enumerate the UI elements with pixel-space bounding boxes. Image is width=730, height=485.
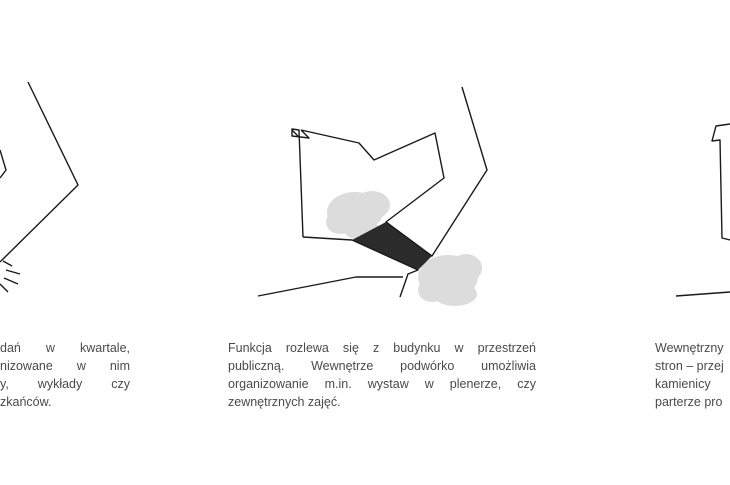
caption-line: nizowane w nim [0, 359, 130, 373]
left-building-inner-outline [0, 149, 7, 179]
caption-line: publiczną. Wewnętrze podwórko umożliwia [228, 359, 536, 373]
left-building-outline [0, 81, 79, 263]
center-panel-caption: Funkcja rozlewa się z budynku w przestrz… [228, 339, 536, 411]
caption-line: y, wykłady czy [0, 377, 130, 391]
right-building-outline [711, 123, 730, 241]
left-panel-caption: dań w kwartale, nizowane w nim y, wykład… [0, 339, 130, 411]
right-street-line [675, 291, 730, 297]
center-building-lower-edge [302, 236, 419, 298]
caption-line: zewnętrznych zajęć. [228, 395, 341, 409]
center-panel-diagram [257, 86, 488, 306]
center-building-outline [291, 86, 488, 257]
caption-line: dań w kwartale, [0, 341, 130, 355]
right-panel-diagram [675, 123, 730, 297]
caption-line: parterze pro [655, 395, 723, 409]
caption-line: stron – przej [655, 359, 724, 373]
caption-line: kamienicy [655, 377, 711, 391]
activity-cloud-right [418, 254, 482, 306]
caption-line: Funkcja rozlewa się z budynku w przestrz… [228, 341, 536, 355]
courtyard-shaded-area [352, 222, 432, 270]
caption-line: Wewnętrzny [655, 341, 724, 355]
caption-line: organizowanie m.in. wystaw w plenerze, c… [228, 377, 536, 391]
right-panel-caption: Wewnętrzny stron – przej kamienicy parte… [655, 339, 730, 411]
radiating-lines-marker [0, 260, 21, 293]
center-street-line [257, 276, 403, 297]
caption-line: zkańców. [0, 395, 52, 409]
left-panel-diagram [0, 81, 79, 293]
